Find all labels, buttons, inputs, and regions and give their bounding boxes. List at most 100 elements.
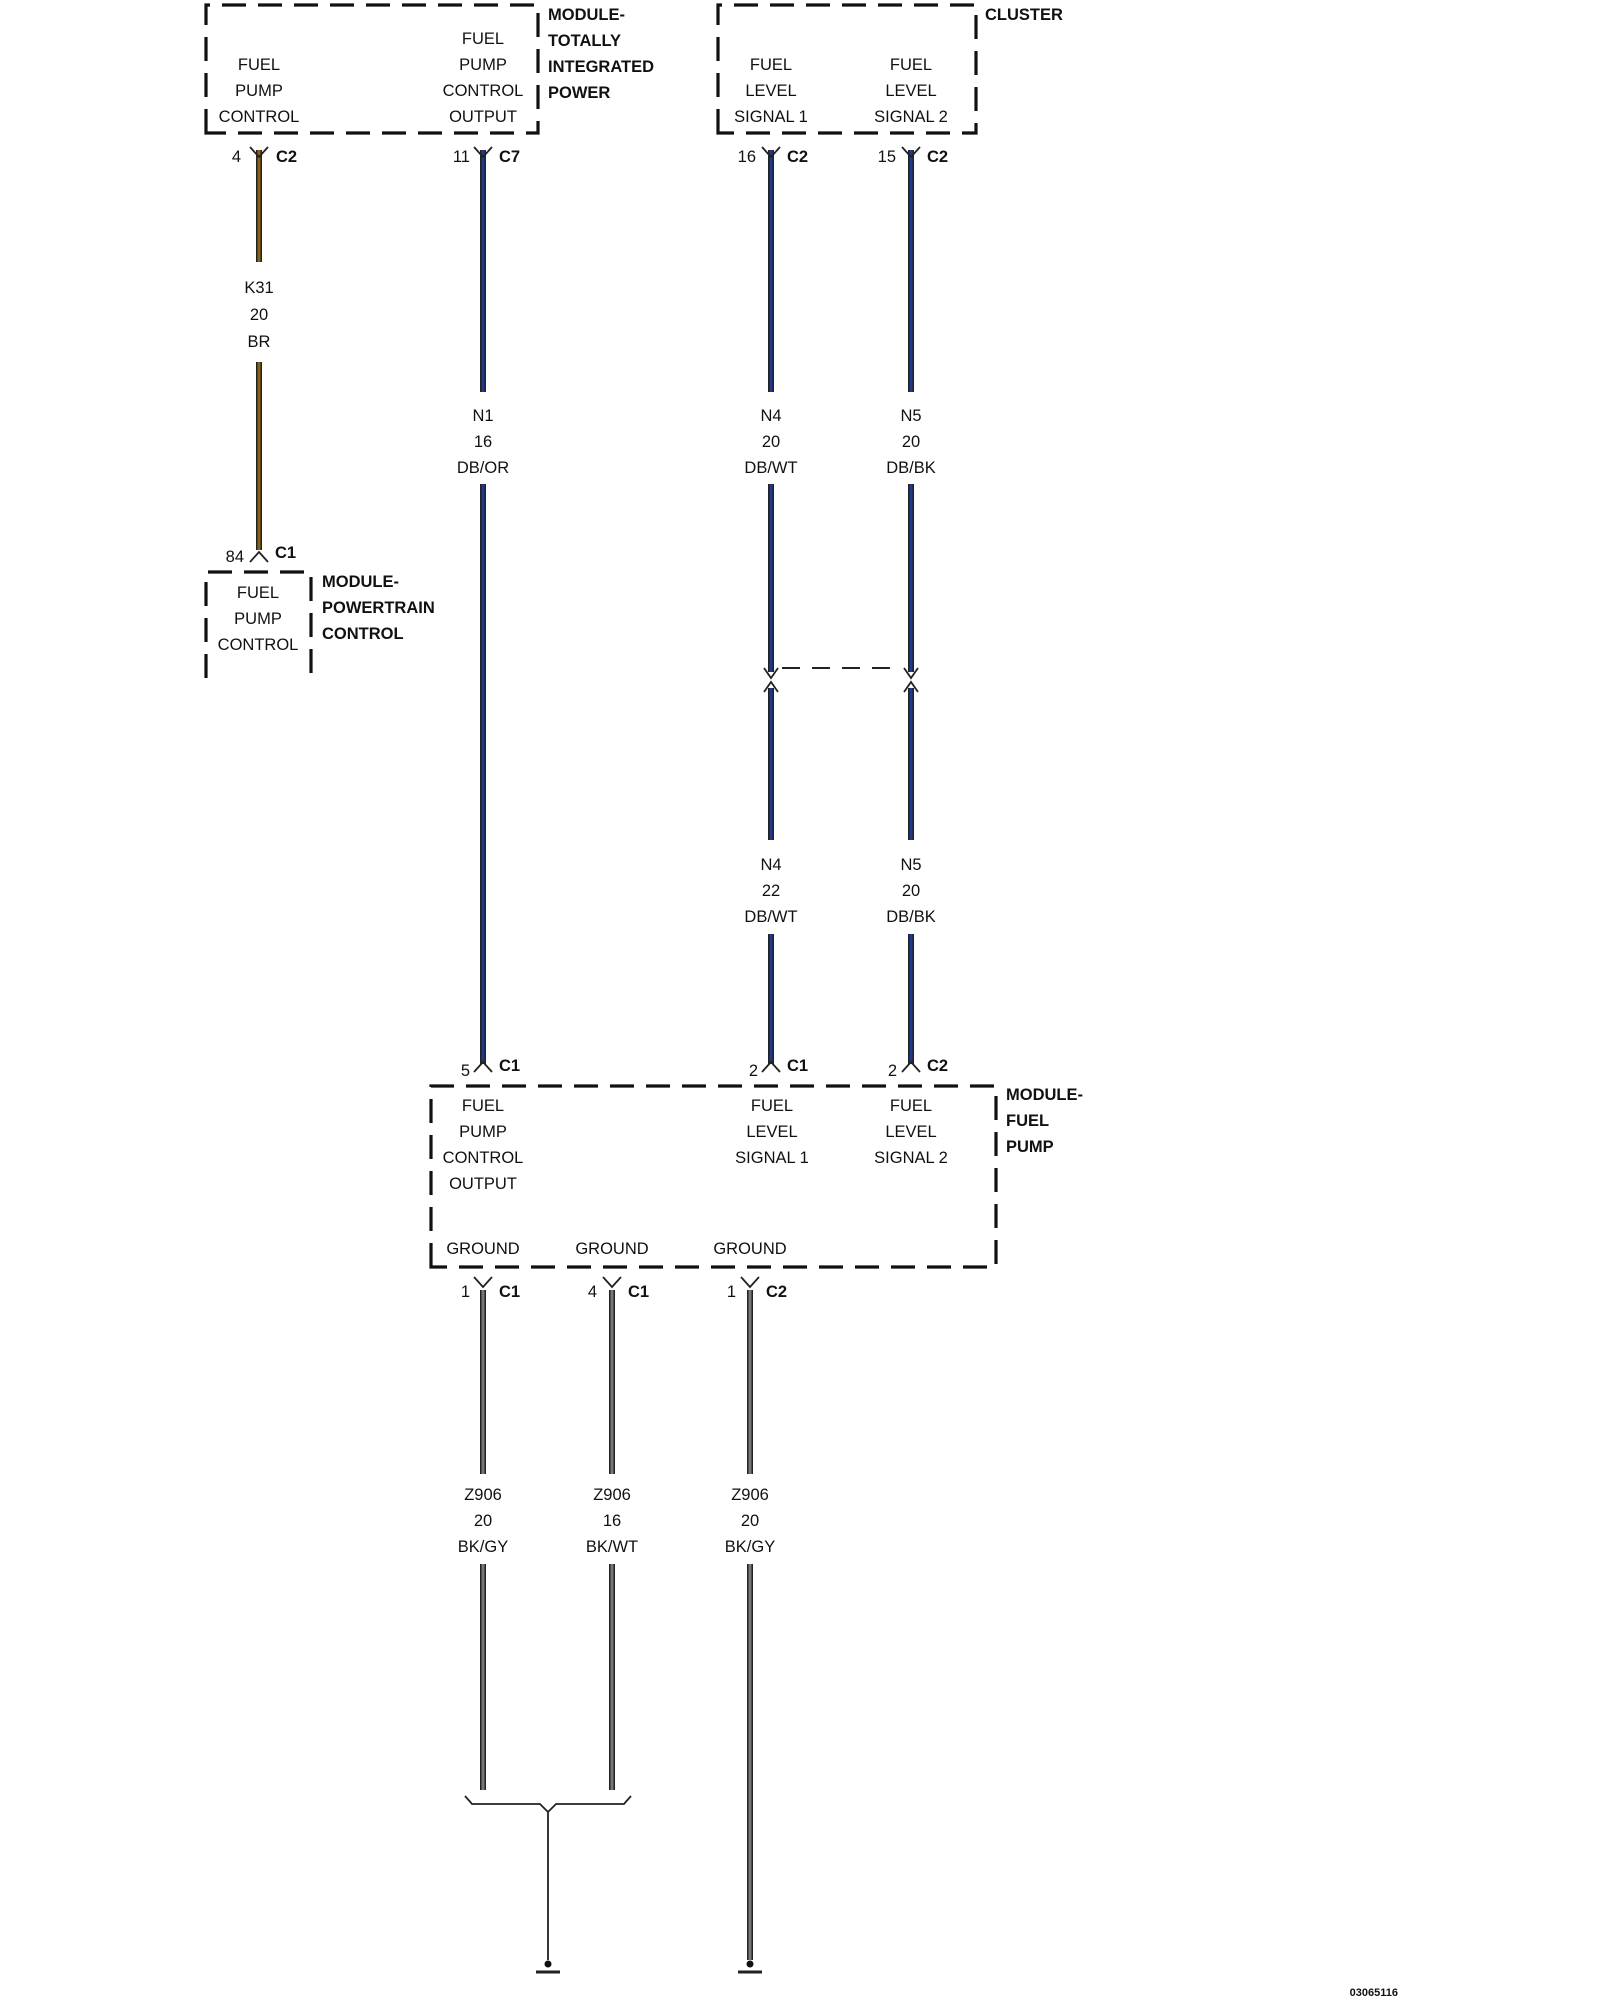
svg-text:BK/WT: BK/WT (586, 1538, 638, 1556)
svg-text:20: 20 (250, 306, 268, 324)
fpm-pin-fuel-level-signal-1: FUEL LEVEL SIGNAL 1 (735, 1097, 809, 1167)
pcm-pin-fuel-pump-control: FUEL PUMP CONTROL (218, 584, 299, 654)
svg-text:PUMP: PUMP (1006, 1138, 1054, 1156)
fpm-pin-fuel-level-signal-2: FUEL LEVEL SIGNAL 2 (874, 1097, 948, 1167)
svg-text:Z906: Z906 (731, 1486, 769, 1504)
svg-text:C2: C2 (927, 1057, 948, 1075)
tipm-pin-fuel-pump-control-output: FUEL PUMP CONTROL OUTPUT (443, 30, 524, 126)
connector-cluster-16: 16 C2 (738, 148, 808, 166)
connector-fpm-signal-2: 2 C2 (888, 1057, 948, 1080)
svg-text:BK/GY: BK/GY (458, 1538, 508, 1556)
wire-label-n4-upper: N4 20 DB/WT (744, 407, 797, 477)
svg-text:1: 1 (461, 1283, 470, 1301)
svg-text:N5: N5 (900, 407, 921, 425)
wire-label-n5-upper: N5 20 DB/BK (886, 407, 936, 477)
svg-text:SIGNAL 2: SIGNAL 2 (874, 1149, 948, 1167)
connector-ground-2: 4 C1 (588, 1283, 649, 1301)
cluster-title: CLUSTER (985, 6, 1063, 24)
wire-label-z906-b: Z906 16 BK/WT (586, 1486, 638, 1556)
connector-cluster-15: 15 C2 (878, 148, 948, 166)
svg-text:POWER: POWER (548, 84, 610, 102)
connector-pcm-c1: 84 C1 (226, 544, 296, 566)
svg-text:FUEL: FUEL (751, 1097, 793, 1115)
svg-text:C2: C2 (276, 148, 297, 166)
svg-text:CONTROL: CONTROL (443, 1149, 524, 1167)
cluster-pin-fuel-level-signal-1: FUEL LEVEL SIGNAL 1 (734, 56, 808, 126)
wire-label-z906-a: Z906 20 BK/GY (458, 1486, 508, 1556)
svg-text:DB/WT: DB/WT (744, 908, 797, 926)
svg-text:N4: N4 (760, 407, 781, 425)
wire-label-n4-lower: N4 22 DB/WT (744, 856, 797, 926)
ground-splice-bracket (464, 1795, 632, 1960)
cluster-module-box (716, 3, 978, 135)
svg-text:MODULE-: MODULE- (548, 6, 625, 24)
svg-text:84: 84 (226, 548, 244, 566)
svg-text:20: 20 (474, 1512, 492, 1530)
svg-text:C7: C7 (499, 148, 520, 166)
svg-text:C1: C1 (499, 1283, 520, 1301)
wire-label-n1: N1 16 DB/OR (457, 407, 509, 477)
fpm-pin-fuel-pump-control-output: FUEL PUMP CONTROL OUTPUT (443, 1097, 524, 1193)
fpm-ground-pins: GROUND GROUND GROUND (446, 1240, 786, 1258)
svg-text:2: 2 (888, 1062, 897, 1080)
svg-text:4: 4 (588, 1283, 597, 1301)
wire-label-z906-c: Z906 20 BK/GY (725, 1486, 775, 1556)
svg-text:11: 11 (453, 148, 470, 166)
tipm-pin-fuel-pump-control: FUEL PUMP CONTROL (219, 56, 300, 126)
svg-text:CONTROL: CONTROL (218, 636, 299, 654)
cluster-pin-fuel-level-signal-2: FUEL LEVEL SIGNAL 2 (874, 56, 948, 126)
svg-text:1: 1 (727, 1283, 736, 1301)
svg-text:5: 5 (461, 1062, 470, 1080)
svg-text:DB/BK: DB/BK (886, 459, 936, 477)
svg-text:OUTPUT: OUTPUT (449, 1175, 517, 1193)
svg-text:FUEL: FUEL (1006, 1112, 1049, 1130)
svg-text:CONTROL: CONTROL (443, 82, 524, 100)
connector-symbols (249, 146, 921, 1289)
ground-symbol-2 (738, 1960, 762, 1974)
pcm-title: MODULE- POWERTRAIN CONTROL (322, 573, 435, 643)
svg-text:16: 16 (603, 1512, 621, 1530)
svg-text:PUMP: PUMP (234, 610, 282, 628)
fpm-ground-label-2: GROUND (575, 1240, 648, 1258)
fpm-ground-label-3: GROUND (713, 1240, 786, 1258)
tipm-title: MODULE- TOTALLY INTEGRATED POWER (548, 6, 654, 102)
svg-text:C1: C1 (628, 1283, 649, 1301)
svg-text:PUMP: PUMP (235, 82, 283, 100)
svg-text:16: 16 (738, 148, 756, 166)
connector-tipm-c2: 4 C2 (232, 148, 297, 166)
svg-text:PUMP: PUMP (459, 56, 507, 74)
svg-text:4: 4 (232, 148, 241, 166)
fuel-pump-module-box (429, 1084, 998, 1269)
svg-text:DB/OR: DB/OR (457, 459, 509, 477)
svg-text:FUEL: FUEL (750, 56, 792, 74)
svg-text:N1: N1 (472, 407, 493, 425)
svg-text:20: 20 (741, 1512, 759, 1530)
svg-text:C2: C2 (927, 148, 948, 166)
svg-text:FUEL: FUEL (462, 30, 504, 48)
svg-text:PUMP: PUMP (459, 1123, 507, 1141)
svg-text:CONTROL: CONTROL (219, 108, 300, 126)
svg-text:TOTALLY: TOTALLY (548, 32, 621, 50)
svg-text:SIGNAL 1: SIGNAL 1 (734, 108, 808, 126)
ground-symbol-1 (536, 1960, 560, 1974)
svg-text:OUTPUT: OUTPUT (449, 108, 517, 126)
svg-text:MODULE-: MODULE- (1006, 1086, 1083, 1104)
svg-text:Z906: Z906 (464, 1486, 502, 1504)
tipm-module-box (204, 3, 540, 135)
svg-text:N5: N5 (900, 856, 921, 874)
svg-text:BR: BR (248, 333, 271, 351)
svg-text:FUEL: FUEL (237, 584, 279, 602)
svg-text:C1: C1 (275, 544, 296, 562)
svg-text:FUEL: FUEL (462, 1097, 504, 1115)
svg-text:LEVEL: LEVEL (745, 82, 796, 100)
svg-text:FUEL: FUEL (238, 56, 280, 74)
svg-text:POWERTRAIN: POWERTRAIN (322, 599, 435, 617)
svg-text:LEVEL: LEVEL (885, 1123, 936, 1141)
svg-text:CONTROL: CONTROL (322, 625, 404, 643)
svg-text:SIGNAL 1: SIGNAL 1 (735, 1149, 809, 1167)
figure-id: 03065116 (1350, 1987, 1398, 1999)
svg-text:MODULE-: MODULE- (322, 573, 399, 591)
svg-text:DB/BK: DB/BK (886, 908, 936, 926)
svg-text:FUEL: FUEL (890, 1097, 932, 1115)
connector-tipm-c7: 11 C7 (453, 148, 520, 166)
